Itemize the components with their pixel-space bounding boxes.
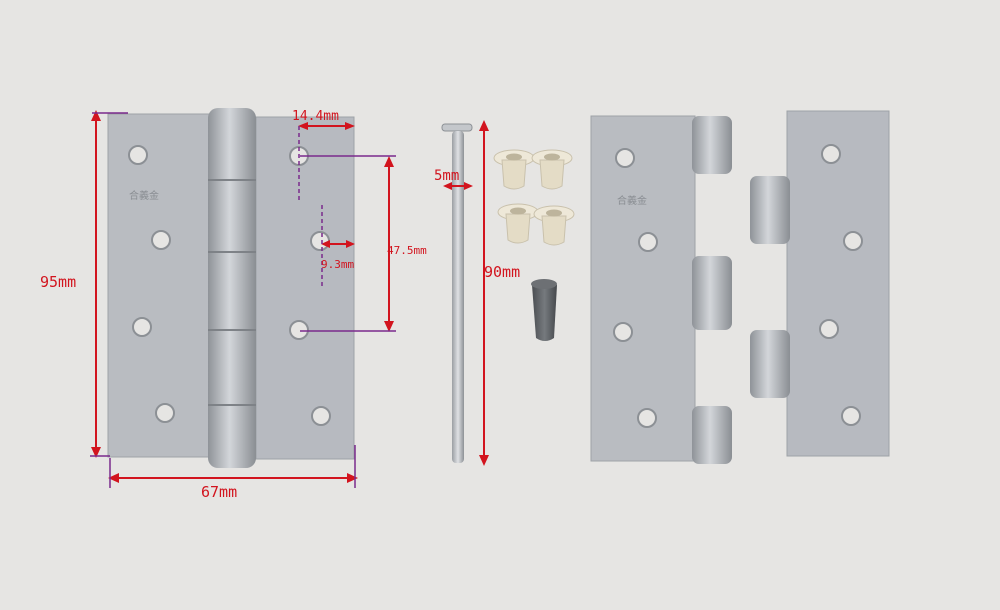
hinge-right-leaf [255,116,355,460]
pin-length-label: 90mm [484,263,520,281]
leaf [590,115,696,462]
hinge-knuckle [208,108,256,468]
knuckle [750,176,790,244]
arrow-icon [384,321,394,332]
left-leaf-holes [128,145,175,423]
nylon-bushings [493,149,575,246]
leaf-holes [819,144,863,426]
right-leaf-holes [289,146,331,426]
height-label: 95mm [40,273,76,291]
leaf-holes [613,148,658,428]
hole-inset-label: 9.3mm [321,258,354,271]
arrow-icon [479,455,489,466]
hinge-stamp: 合義金 [617,194,647,207]
arrow-icon [479,120,489,131]
arrow-icon [298,122,308,130]
hinge-pin [441,123,473,463]
bushing [533,205,575,246]
arrow-icon [91,447,101,458]
dimension-annotations: 95mm 67mm 14.4mm 9.3mm 47.5mm [40,109,427,501]
hinge-left-leaf [107,113,212,458]
bushing [493,149,535,190]
bushing [497,203,539,244]
pin-dimensions: 90mm 5mm [434,120,520,466]
knuckle-joints [208,179,256,406]
arrow-icon [384,156,394,167]
arrow-icon [91,110,101,121]
pin-head [441,123,473,132]
assembled-hinge: 合義金 [107,108,355,468]
arrow-icon [346,240,355,248]
width-label: 67mm [201,483,237,501]
knuckle [692,256,732,330]
arrow-icon [345,122,355,130]
rubber-stopper [531,279,557,341]
hinge-left-half: 合義金 [590,115,732,464]
knuckle [692,406,732,464]
knuckle [750,330,790,398]
hinge-right-half [750,110,890,457]
arrow-icon [347,473,358,483]
arrow-icon [321,240,330,248]
arrow-icon [443,182,452,190]
knuckle [692,116,732,174]
pin-diameter-label: 5mm [434,168,459,184]
hinge-stamp: 合義金 [129,189,159,202]
hole-spacing-label: 47.5mm [387,244,427,257]
leaf [786,110,890,457]
arrow-icon [108,473,119,483]
arrow-icon [464,182,473,190]
hole-offset-label: 14.4mm [292,109,339,124]
pin-shaft [452,131,464,463]
bushing [531,149,573,190]
